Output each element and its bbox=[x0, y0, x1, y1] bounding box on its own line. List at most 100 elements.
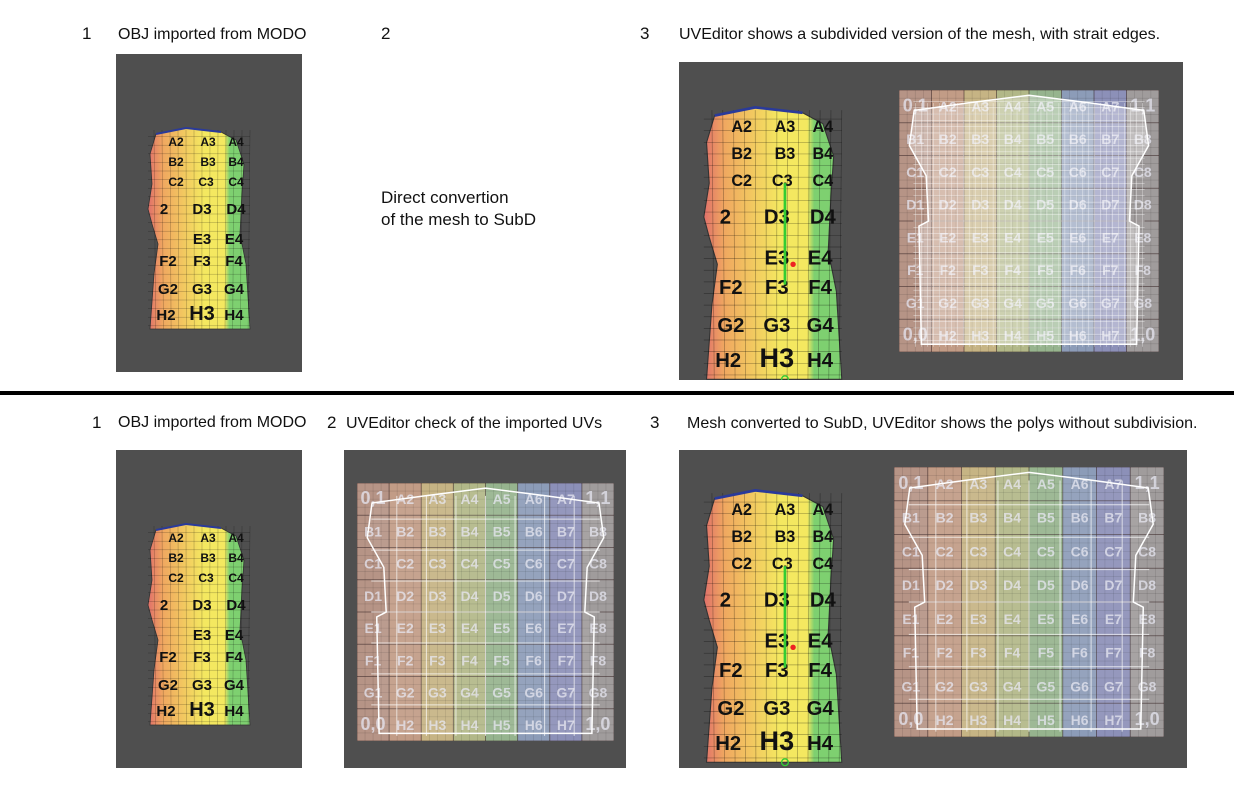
torso-cell-label: B4 bbox=[228, 155, 244, 169]
uv-cell-label: F5 bbox=[1037, 262, 1054, 278]
uv-cell-label: H6 bbox=[1069, 328, 1087, 344]
torso-cell-label: A3 bbox=[775, 118, 796, 136]
uv-grid-svg: 0,1A2A3A4A5A6A71,1B1B2B3B4B5B6B7B8C1C2C3… bbox=[357, 483, 614, 741]
uv-cell-label: D3 bbox=[428, 588, 446, 604]
torso-cell-label: C3 bbox=[772, 172, 793, 190]
torso-cell-label: E3 bbox=[193, 627, 211, 644]
torso-cell-label: G4 bbox=[224, 281, 245, 298]
uv-cell-label: D7 bbox=[1104, 577, 1122, 593]
torso-cell-label: F2 bbox=[159, 253, 177, 270]
uv-cell-label: H2 bbox=[396, 717, 414, 733]
uv-cell-label: E2 bbox=[936, 611, 953, 627]
uv-cell-label: C7 bbox=[557, 556, 575, 572]
torso-cell-label: E3 bbox=[193, 231, 211, 248]
uv-cell-label: F4 bbox=[1004, 645, 1021, 661]
torso-cell-label: F4 bbox=[225, 253, 243, 270]
uv-cell-label: H6 bbox=[1071, 712, 1089, 728]
uv-cell-label: G6 bbox=[1070, 678, 1089, 694]
torso-cell-label: G2 bbox=[717, 698, 744, 720]
torso-cell-label: E3 bbox=[764, 247, 789, 269]
torso-cell-label: B3 bbox=[775, 145, 796, 163]
uv-cell-label: H7 bbox=[557, 717, 575, 733]
uv-cell-label: G2 bbox=[935, 678, 954, 694]
torso-cell-label: B3 bbox=[200, 155, 216, 169]
uv-cell-label: H4 bbox=[1004, 328, 1022, 344]
uv-cell-label: C1 bbox=[364, 556, 382, 572]
torso-cell-label: A3 bbox=[200, 531, 216, 545]
uv-cell-label: F3 bbox=[970, 645, 987, 661]
torso-cell-label: E4 bbox=[225, 231, 244, 248]
uv-cell-label: H3 bbox=[428, 717, 446, 733]
uv-cell-label: D6 bbox=[1071, 577, 1089, 593]
uv-cell-label: A4 bbox=[1003, 476, 1021, 492]
bottom-step1-label: OBJ imported from MODO bbox=[118, 414, 307, 431]
uv-cell-label: C4 bbox=[1004, 164, 1022, 180]
uv-cell-label: B5 bbox=[1037, 510, 1055, 526]
uv-cell-label: C8 bbox=[1138, 543, 1156, 559]
torso-cell-label: C4 bbox=[812, 555, 833, 573]
torso-cell-label: C4 bbox=[228, 571, 244, 585]
uv-grid-svg: 0,1A2A3A4A5A6A71,1B1B2B3B4B5B6B7B8C1C2C3… bbox=[894, 467, 1164, 737]
torso-cell-label: F2 bbox=[719, 277, 743, 299]
torso-cell-label: F2 bbox=[159, 649, 177, 666]
torso-cell-label: E3 bbox=[764, 630, 789, 652]
uv-cell-label: D2 bbox=[936, 577, 954, 593]
bottom-subd-uv-grid: 0,1A2A3A4A5A6A71,1B1B2B3B4B5B6B7B8C1C2C3… bbox=[894, 467, 1164, 737]
uv-cell-label: D8 bbox=[1138, 577, 1156, 593]
uv-cell-label: H6 bbox=[525, 717, 543, 733]
torso-cell-label: A4 bbox=[228, 135, 244, 149]
uv-cell-label: A5 bbox=[1037, 476, 1055, 492]
uv-cell-label: C2 bbox=[936, 543, 954, 559]
torso-cell-label: A2 bbox=[168, 531, 184, 545]
top-step3-label: UVEditor shows a subdivided version of t… bbox=[679, 26, 1161, 43]
torso-cell-label: F4 bbox=[808, 660, 832, 682]
torso-cell-label: G3 bbox=[763, 315, 790, 337]
torso-cell-label: C3 bbox=[772, 555, 793, 573]
uv-cell-label: E2 bbox=[397, 620, 414, 636]
uv-cell-label: C3 bbox=[428, 556, 446, 572]
bottom-step2-number: 2 bbox=[327, 413, 337, 432]
torso-cell-label: G3 bbox=[192, 677, 212, 694]
torso-cell-label: D3 bbox=[764, 207, 790, 229]
torso-cell-label: C2 bbox=[168, 175, 184, 189]
torso-cell-label: C2 bbox=[731, 555, 752, 573]
torso-cell-label: B2 bbox=[731, 145, 752, 163]
torso-cell-label: H3 bbox=[189, 303, 215, 325]
uv-cell-label: D2 bbox=[396, 588, 414, 604]
torso-cell-label: B3 bbox=[775, 528, 796, 546]
torso-cell-label: G3 bbox=[192, 281, 212, 298]
uv-cell-label: C2 bbox=[939, 164, 957, 180]
torso-cell-label: B4 bbox=[812, 528, 833, 546]
uv-cell-label: H3 bbox=[971, 328, 989, 344]
uv-cell-label: A5 bbox=[493, 491, 511, 507]
torso-cell-label: B3 bbox=[200, 551, 216, 565]
uv-cell-label: B3 bbox=[428, 523, 446, 539]
top-step1-number: 1 bbox=[82, 24, 92, 43]
torso-cell-label: H4 bbox=[224, 307, 244, 324]
torso-cell-label: 2 bbox=[160, 597, 168, 614]
torso-cell-label: A2 bbox=[731, 501, 752, 519]
uv-cell-label: D1 bbox=[364, 588, 382, 604]
uv-cell-label: 1,1 bbox=[585, 488, 610, 508]
torso-cell-label: B4 bbox=[812, 145, 833, 163]
torso-cell-label: H3 bbox=[760, 343, 795, 373]
uv-cell-label: E6 bbox=[525, 620, 542, 636]
uv-cell-label: A4 bbox=[460, 491, 478, 507]
torso-cell-label: B4 bbox=[228, 551, 244, 565]
torso-cell-label: 2 bbox=[720, 590, 731, 612]
torso-cell-label: D4 bbox=[226, 201, 246, 218]
uv-cell-label: D7 bbox=[557, 588, 575, 604]
uv-cell-label: G3 bbox=[428, 685, 447, 701]
uv-cell-label: G5 bbox=[492, 685, 511, 701]
torso-cell-label: D4 bbox=[810, 207, 837, 229]
bottom-step3-label: Mesh converted to SubD, UVEditor shows t… bbox=[687, 415, 1198, 432]
uv-cell-label: E7 bbox=[557, 620, 574, 636]
uv-cell-label: B4 bbox=[1003, 510, 1021, 526]
torso-cell-label: G2 bbox=[158, 281, 178, 298]
torso-cell-label: 2 bbox=[160, 201, 168, 218]
uv-cell-label: G3 bbox=[969, 678, 988, 694]
torso-cell-label: F3 bbox=[193, 253, 211, 270]
